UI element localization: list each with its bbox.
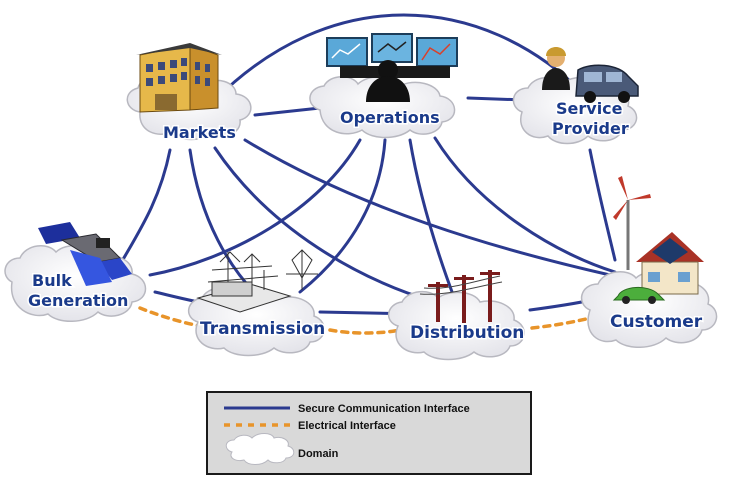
domain-labels: Markets Operations Service Provider Bulk… <box>27 98 705 345</box>
label-transmission: Transmission <box>200 319 325 339</box>
electrical-link-distribution-customer <box>530 316 592 330</box>
legend-electrical-label: Electrical Interface <box>298 420 396 432</box>
electrical-link-transmission-distribution <box>328 328 402 335</box>
secure-link-markets-transmission <box>188 148 264 302</box>
label-markets: Markets <box>163 123 236 142</box>
cloud-operations <box>309 76 456 139</box>
secure-link-operations-bulkgen <box>148 138 362 277</box>
power-plant-icon <box>38 222 132 286</box>
label-bulk-generation-line2: Generation <box>28 291 128 310</box>
secure-link-operations-distribution <box>408 138 457 302</box>
substation-icon <box>196 249 318 313</box>
building-icon <box>136 43 222 113</box>
electrical-interface-lines <box>138 306 592 335</box>
secure-link-serviceprovider-customer <box>588 148 617 262</box>
label-service-provider-line1: Service <box>556 99 623 118</box>
secure-link-markets-serviceprovider <box>213 13 587 102</box>
legend: Secure Communication Interface Electrica… <box>206 391 532 475</box>
label-operations: Operations <box>340 108 440 127</box>
label-service-provider-line2: Provider <box>552 119 629 138</box>
secure-link-markets-distribution <box>213 146 437 304</box>
legend-secure-label: Secure Communication Interface <box>298 403 470 415</box>
secure-link-markets-bulkgen <box>116 148 172 270</box>
smart-home-icon <box>612 176 704 304</box>
legend-domain-swatch <box>225 433 295 465</box>
label-distribution: Distribution <box>410 323 524 343</box>
operators-screens-icon <box>326 33 458 102</box>
service-provider-icon <box>542 47 639 103</box>
legend-domain-label: Domain <box>298 448 339 460</box>
secure-link-operations-transmission <box>298 138 387 294</box>
secure-link-markets-operations <box>253 106 322 117</box>
electrical-link-bulkgen-transmission <box>138 306 202 328</box>
label-bulk-generation-line1: Bulk <box>32 271 72 290</box>
secure-link-operations-customer <box>433 136 617 274</box>
label-customer: Customer <box>610 312 703 332</box>
distribution-poles-icon <box>419 270 503 323</box>
